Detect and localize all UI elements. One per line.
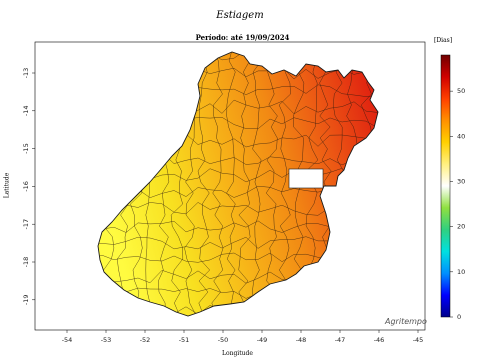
x-tick-label: -54 xyxy=(62,336,73,344)
municipal-boundary-line xyxy=(197,52,211,315)
x-tick-label: -50 xyxy=(218,336,229,344)
y-tick-label: -14 xyxy=(22,105,30,116)
y-tick-label: -13 xyxy=(22,68,30,79)
colorbar-tick-label: 40 xyxy=(457,132,465,140)
municipal-boundary-line xyxy=(98,303,378,316)
x-axis-label: Longitude xyxy=(222,350,253,357)
credit-label: Agritempo xyxy=(385,317,427,326)
map-subtitle: Período: até 19/09/2024 xyxy=(195,33,290,42)
y-tick-label: -19 xyxy=(22,294,30,305)
y-tick-label: -15 xyxy=(22,143,30,154)
municipal-boundary-line xyxy=(252,52,264,315)
plot-frame xyxy=(34,41,426,331)
x-tick-label: -46 xyxy=(374,336,385,344)
x-tick-label: -49 xyxy=(257,336,268,344)
colorbar xyxy=(440,54,451,318)
colorbar-tick-label: 30 xyxy=(457,177,465,185)
y-axis: -13 -14 -15 -16 -17 -18 -19 xyxy=(22,68,35,305)
municipal-boundary-line xyxy=(278,52,291,315)
x-axis: -54 -53 -52 -51 -50 -49 -48 -47 -46 -45 xyxy=(62,330,424,344)
municipal-boundary-line xyxy=(211,52,224,315)
federal-district-area xyxy=(288,168,324,189)
map-title: Estiagem xyxy=(216,10,264,21)
municipal-boundary-line xyxy=(225,52,236,315)
x-tick-label: -52 xyxy=(140,336,151,344)
goias-state-shape xyxy=(97,51,379,317)
x-tick-label: -48 xyxy=(296,336,307,344)
x-tick-label: -45 xyxy=(413,336,424,344)
y-axis-label: Latitude xyxy=(3,172,11,199)
colorbar-tick-label: 50 xyxy=(457,87,465,95)
colorbar-ticks: 0 10 20 30 40 50 xyxy=(450,87,465,321)
municipal-boundary-line xyxy=(265,52,278,315)
colorbar-unit: [Dias] xyxy=(434,37,453,44)
y-tick-label: -17 xyxy=(22,219,30,230)
x-tick-label: -47 xyxy=(335,336,346,344)
colorbar-tick-label: 10 xyxy=(457,268,465,276)
colorbar-tick-label: 0 xyxy=(457,313,461,321)
y-tick-label: -18 xyxy=(22,257,30,268)
municipal-boundary-line xyxy=(238,52,251,315)
municipal-boundary-line xyxy=(373,52,378,315)
y-tick-label: -16 xyxy=(22,181,30,192)
x-tick-label: -51 xyxy=(179,336,190,344)
municipal-boundary-line xyxy=(98,52,102,315)
colorbar-tick-label: 20 xyxy=(457,223,465,231)
x-tick-label: -53 xyxy=(101,336,112,344)
